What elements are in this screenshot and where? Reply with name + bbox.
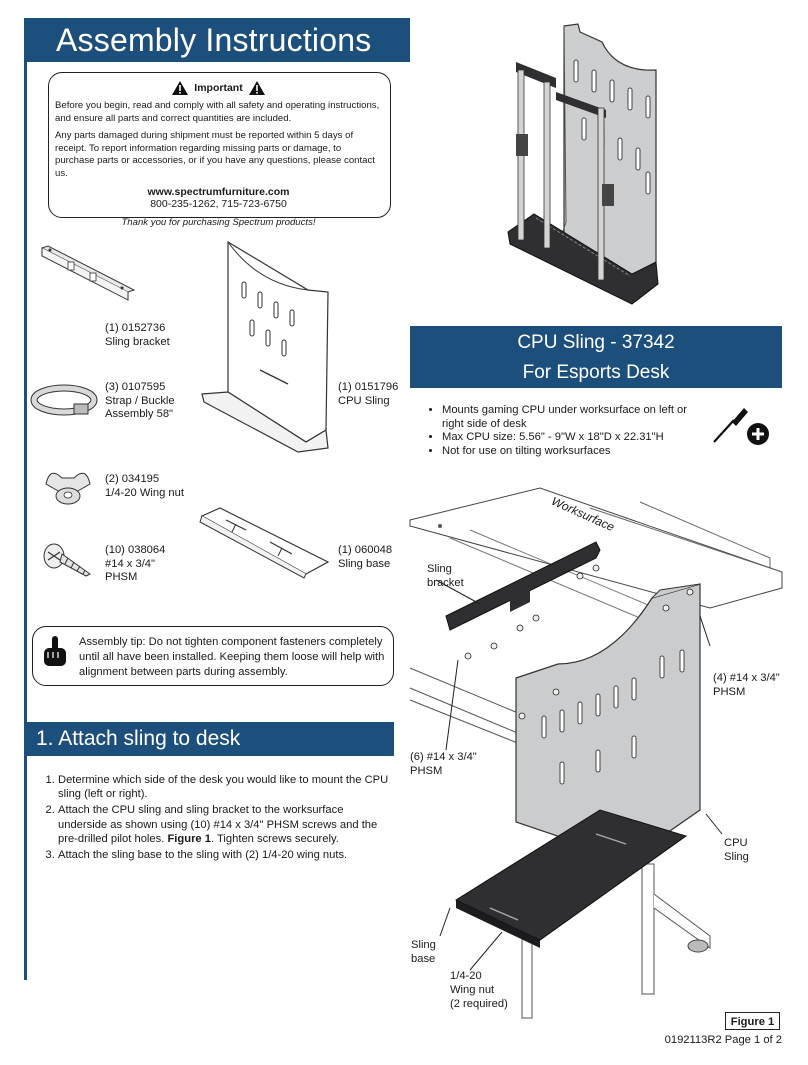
- cpu-sling-callout: CPU Sling: [724, 836, 749, 864]
- callout-line: base: [411, 953, 436, 965]
- callout-line: Wing nut: [450, 984, 495, 996]
- product-features: Mounts gaming CPU under worksurface on l…: [428, 404, 698, 458]
- cpu-sling-product-image: [507, 23, 659, 305]
- step-item: Determine which side of the desk you wou…: [58, 773, 394, 801]
- important-label: Important: [194, 81, 243, 94]
- website-link[interactable]: www.spectrumfurniture.com: [147, 185, 290, 198]
- callout-line: (2 required): [450, 998, 508, 1010]
- important-notice: Important Before you begin, read and com…: [48, 72, 391, 228]
- wing-nut-illustration: [45, 472, 91, 505]
- part-number: (1) 0151796: [338, 381, 399, 393]
- important-heading: Important: [55, 81, 382, 95]
- feature-item: Mounts gaming CPU under worksurface on l…: [442, 404, 698, 431]
- part-screw: (10) 038064 #14 x 3/4" PHSM: [105, 544, 165, 585]
- callout-line: bracket: [427, 577, 464, 589]
- assembly-tip: Assembly tip: Do not tighten component f…: [32, 626, 394, 686]
- callout-line: Sling: [724, 851, 749, 863]
- document-number: 0192113R2 Page 1 of 2: [664, 1034, 782, 1046]
- part-name: #14 x 3/4": [105, 557, 155, 570]
- part-cpu-sling: (1) 0151796 CPU Sling: [338, 381, 398, 408]
- feature-item: Max CPU size: 5.56" - 9"W x 18"D x 22.31…: [442, 431, 698, 445]
- warning-icon: [248, 81, 265, 95]
- callout-line: 1/4-20: [450, 970, 482, 982]
- part-name: CPU Sling: [338, 394, 390, 407]
- step-1-instructions: Determine which side of the desk you wou…: [38, 773, 394, 864]
- part-name: 1/4-20 Wing nut: [105, 486, 184, 499]
- phone-numbers: 800-235-1262, 715-723-6750: [150, 198, 287, 211]
- figure-label: Figure 1: [725, 1012, 780, 1030]
- screw-illustration: [43, 543, 91, 577]
- warning-icon: [172, 81, 189, 95]
- product-name: CPU Sling - 37342: [517, 332, 675, 353]
- screws-4-callout: (4) #14 x 3/4" PHSM: [713, 671, 780, 699]
- part-number: (1) 0152736: [105, 322, 166, 334]
- product-heading: CPU Sling - 37342 For Esports Desk: [410, 326, 782, 388]
- screws-6-callout: (6) #14 x 3/4" PHSM: [410, 750, 477, 778]
- callout-line: (6) #14 x 3/4": [410, 751, 477, 763]
- part-number: (10) 038064: [105, 544, 166, 556]
- part-name: Strap / Buckle: [105, 394, 175, 407]
- step-item: Attach the CPU sling and sling bracket t…: [58, 803, 394, 846]
- part-strap-buckle: (3) 0107595 Strap / Buckle Assembly 58": [105, 381, 175, 422]
- part-name: Sling base: [338, 557, 391, 570]
- sling-base-callout: Sling base: [411, 938, 436, 966]
- notice-paragraph-2: Any parts damaged during shipment must b…: [55, 130, 375, 179]
- part-name-2: Assembly 58": [105, 408, 174, 420]
- part-number: (3) 0107595: [105, 381, 166, 393]
- notice-paragraph-1: Before you begin, read and comply with a…: [55, 100, 380, 124]
- part-number: (2) 034195: [105, 473, 160, 485]
- sling-bracket-illustration: [40, 245, 136, 301]
- screwdriver-icon: [713, 408, 748, 443]
- feature-item: Not for use on tilting worksurfaces: [442, 445, 698, 459]
- callout-line: PHSM: [713, 686, 746, 698]
- callout-line: PHSM: [410, 765, 443, 777]
- thanks-note: Thank you for purchasing Spectrum produc…: [121, 216, 316, 228]
- strap-buckle-illustration: [30, 384, 98, 416]
- plus-icon: [747, 423, 769, 445]
- part-name: Sling bracket: [105, 335, 170, 348]
- callout-line: (4) #14 x 3/4": [713, 672, 780, 684]
- callout-line: CPU: [724, 837, 748, 849]
- callout-line: Sling: [427, 563, 452, 575]
- part-wing-nut: (2) 034195 1/4-20 Wing nut: [105, 473, 184, 500]
- part-sling-base: (1) 060048 Sling base: [338, 544, 392, 571]
- figure-1-diagram: [409, 487, 783, 1019]
- figure-reference: Figure 1: [167, 832, 211, 845]
- sling-base-illustration: [199, 507, 330, 579]
- step-item: Attach the sling base to the sling with …: [58, 848, 394, 862]
- callout-line: Sling: [411, 939, 436, 951]
- pointing-hand-icon: [44, 636, 66, 666]
- part-sling-bracket: (1) 0152736 Sling bracket: [105, 322, 170, 349]
- part-number: (1) 060048: [338, 544, 393, 556]
- part-name-2: PHSM: [105, 571, 138, 583]
- step-1-heading: 1. Attach sling to desk: [24, 722, 394, 756]
- wing-nut-callout: 1/4-20 Wing nut (2 required): [450, 969, 508, 1011]
- product-subtitle: For Esports Desk: [522, 362, 670, 383]
- step-item-text: Attach the CPU sling and sling bracket t…: [58, 804, 378, 845]
- left-column-rule: [24, 18, 27, 980]
- sling-bracket-callout: Sling bracket: [427, 562, 464, 590]
- tip-text: Assembly tip: Do not tighten component f…: [79, 636, 385, 678]
- page-title: Assembly Instructions: [24, 18, 410, 62]
- step-item-tail: . Tighten screws securely.: [210, 832, 339, 845]
- cpu-sling-illustration: [201, 240, 329, 453]
